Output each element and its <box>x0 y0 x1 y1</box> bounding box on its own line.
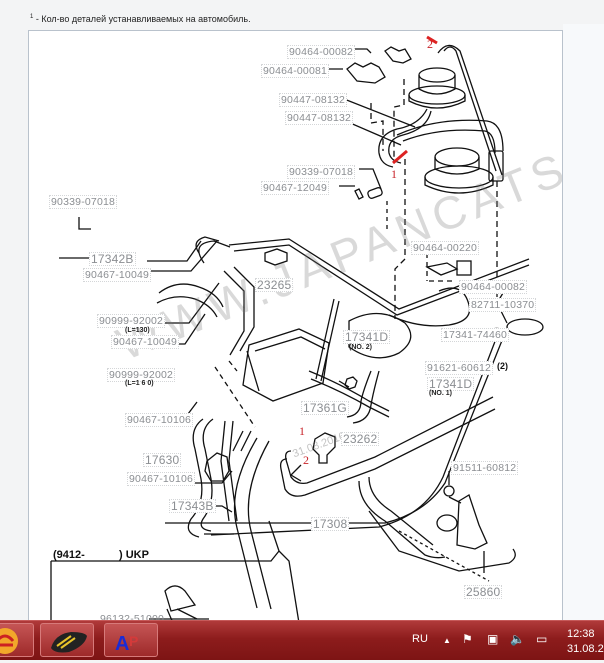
relay-90464-00220 <box>456 260 472 276</box>
svg-text:P: P <box>129 633 138 649</box>
length-note: (L=1 6 0) <box>125 380 154 387</box>
part-label[interactable]: 90467-10049 <box>83 268 152 282</box>
part-label[interactable]: 17341D <box>427 377 475 391</box>
length-note: (L=130) <box>125 327 150 334</box>
part-label[interactable]: 17341D <box>343 330 391 344</box>
part-label[interactable]: 17343B <box>169 499 216 513</box>
part-label[interactable]: 90447-08132 <box>285 111 354 125</box>
vsv-23265 <box>264 248 288 266</box>
part-label[interactable]: 90447-08132 <box>279 93 348 107</box>
parts-diagram: WWW.JAPANCATS.RU 31.08.2016 90464-00082 … <box>28 30 563 623</box>
bolt-91621-60612 <box>344 376 358 390</box>
part-label[interactable]: 90467-12049 <box>261 181 330 195</box>
part-label[interactable]: 90464-00082 <box>287 45 356 59</box>
inset-frame <box>50 520 300 623</box>
part-label[interactable]: 96132-51000 <box>100 613 165 623</box>
taskbar-app-1[interactable] <box>0 623 34 657</box>
bolt-91511-60812 <box>443 485 455 497</box>
part-label[interactable]: 91621-60612 <box>425 361 494 375</box>
show-hidden-icons-icon[interactable]: ▲ <box>443 636 451 645</box>
part-label[interactable]: 90999-92002 <box>97 314 166 328</box>
right-pane <box>563 24 604 620</box>
part-label[interactable]: 17361G <box>301 401 349 415</box>
part-label[interactable]: 90339-07018 <box>287 165 356 179</box>
hose-joint <box>488 150 504 182</box>
part-label[interactable]: 17630 <box>143 453 182 467</box>
inset-title-start: (9412- <box>53 549 85 561</box>
inset-title-end: ) UKP <box>119 549 149 561</box>
part-label[interactable]: 23262 <box>341 432 380 446</box>
volume-icon[interactable]: 🔈 <box>510 632 525 646</box>
viewer-page: 1 - Кол-во деталей устанавливаемых на ав… <box>28 14 604 623</box>
marker-1-top: 1 <box>391 167 397 181</box>
taskbar: AP RU ▲ ⚑ ▣ 🔈 ▭ 12:38 31.08.2016 <box>0 620 604 660</box>
part-label[interactable]: 90464-00220 <box>411 241 480 255</box>
marker-2-top: 2 <box>427 37 433 51</box>
app-icon-car <box>51 632 87 653</box>
power-plug-icon[interactable]: ▣ <box>487 632 499 646</box>
hose-2 <box>443 46 497 172</box>
clock-time: 12:38 <box>567 628 595 640</box>
part-label[interactable]: 90467-10106 <box>127 472 196 486</box>
part-label[interactable]: 90467-10106 <box>125 413 194 427</box>
clip-90464-00082 <box>384 46 412 64</box>
part-label[interactable]: 90467-10049 <box>111 335 180 349</box>
app-icon-orange <box>0 628 18 654</box>
number-note: (NO. 1) <box>429 390 452 397</box>
band-82711-10370 <box>506 318 544 336</box>
part-label[interactable]: 82711-10370 <box>469 298 537 312</box>
vsv-17630 <box>204 452 230 482</box>
quantity-note: (2) <box>497 361 508 371</box>
diagram-artwork <box>50 44 544 623</box>
canister-17341D <box>348 312 412 359</box>
vacuum-tank <box>242 328 330 402</box>
svg-text:A: A <box>115 633 129 655</box>
canister-bottom <box>424 147 494 194</box>
marker-1-bottom: 1 <box>299 424 305 438</box>
clock[interactable]: 12:38 31.08.2016 <box>567 627 604 657</box>
part-label[interactable]: 90339-07018 <box>49 195 118 209</box>
part-label[interactable]: 17342B <box>89 252 136 266</box>
footnote-text: - Кол-во деталей устанавливаемых на авто… <box>33 14 251 24</box>
network-icon[interactable]: ▭ <box>536 632 548 646</box>
action-center-flag-icon[interactable]: ⚑ <box>462 632 473 646</box>
part-label[interactable]: 91511-60812 <box>451 461 519 475</box>
part-label[interactable]: 90999-92002 <box>107 368 176 382</box>
part-label[interactable]: 23265 <box>255 278 294 292</box>
taskbar-app-2[interactable] <box>40 623 94 657</box>
part-label[interactable]: 25860 <box>464 585 503 599</box>
part-label[interactable]: 17341-74460 <box>441 328 510 342</box>
footnote: 1 - Кол-во деталей устанавливаемых на ав… <box>30 14 251 24</box>
vacuum-canister-top <box>408 67 466 109</box>
part-label[interactable]: 90464-00081 <box>261 64 330 78</box>
number-note: (NO. 2) <box>349 344 372 351</box>
language-indicator[interactable]: RU <box>412 633 428 645</box>
footnote-marker: 1 <box>30 14 34 20</box>
bracket-25860 <box>456 494 488 550</box>
part-label[interactable]: 90464-00082 <box>459 280 528 294</box>
clip-90464-00081 <box>346 62 386 84</box>
marker-2-bottom: 2 <box>303 453 309 467</box>
part-label[interactable]: 17308 <box>311 517 350 531</box>
clock-date: 31.08.2016 <box>567 643 604 655</box>
valve-23262 <box>312 432 336 464</box>
